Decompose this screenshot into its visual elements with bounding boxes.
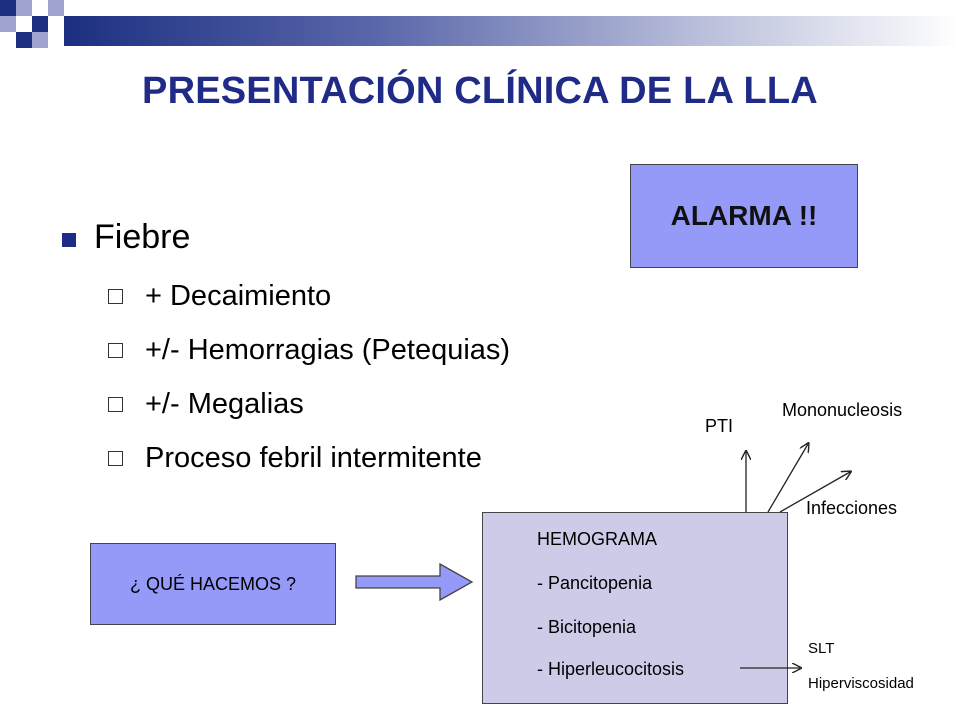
label-slt: SLT	[808, 640, 835, 657]
question-box: ¿ QUÉ HACEMOS ?	[90, 543, 336, 625]
main-bullet-text: Fiebre	[94, 218, 191, 256]
sub-bullet: +/- Hemorragias (Petequias)	[108, 334, 510, 367]
arrow-mononucleosis	[767, 444, 808, 513]
checkbox-bullet-icon	[108, 289, 123, 304]
hemograma-heading: HEMOGRAMA	[537, 529, 658, 549]
sub-bullet: +/- Megalias	[108, 388, 304, 421]
checkbox-bullet-icon	[108, 451, 123, 466]
label-hiperviscosidad: Hiperviscosidad	[808, 675, 914, 692]
main-bullet: Fiebre	[62, 218, 190, 257]
sub-bullet-text: +/- Hemorragias (Petequias)	[145, 334, 511, 366]
hemograma-box: HEMOGRAMA - Pancitopenia - Bicitopenia -…	[482, 512, 788, 704]
sub-bullet-text: +/- Megalias	[145, 388, 304, 420]
sub-bullet-text: + Decaimiento	[145, 280, 332, 312]
label-mononucleosis: Mononucleosis	[782, 400, 903, 420]
checkbox-bullet-icon	[108, 343, 123, 358]
label-pti: PTI	[705, 416, 734, 436]
hemograma-item: - Bicitopenia	[537, 617, 637, 637]
label-infecciones: Infecciones	[806, 498, 898, 518]
alarm-box: ALARMA !!	[630, 164, 858, 268]
hemograma-item: - Pancitopenia	[537, 573, 653, 593]
header-bar	[64, 16, 960, 46]
hemograma-item: - Hiperleucocitosis	[537, 659, 685, 679]
sub-bullet: + Decaimiento	[108, 280, 331, 313]
block-arrow-icon	[355, 562, 474, 602]
square-bullet-icon	[62, 232, 76, 247]
sub-bullet-text: Proceso febril intermitente	[145, 442, 482, 474]
slide-title: PRESENTACIÓN CLÍNICA DE LA LLA	[142, 70, 818, 112]
checkbox-bullet-icon	[108, 397, 123, 412]
sub-bullet: Proceso febril intermitente	[108, 442, 482, 475]
arrow-infecciones	[779, 472, 850, 513]
